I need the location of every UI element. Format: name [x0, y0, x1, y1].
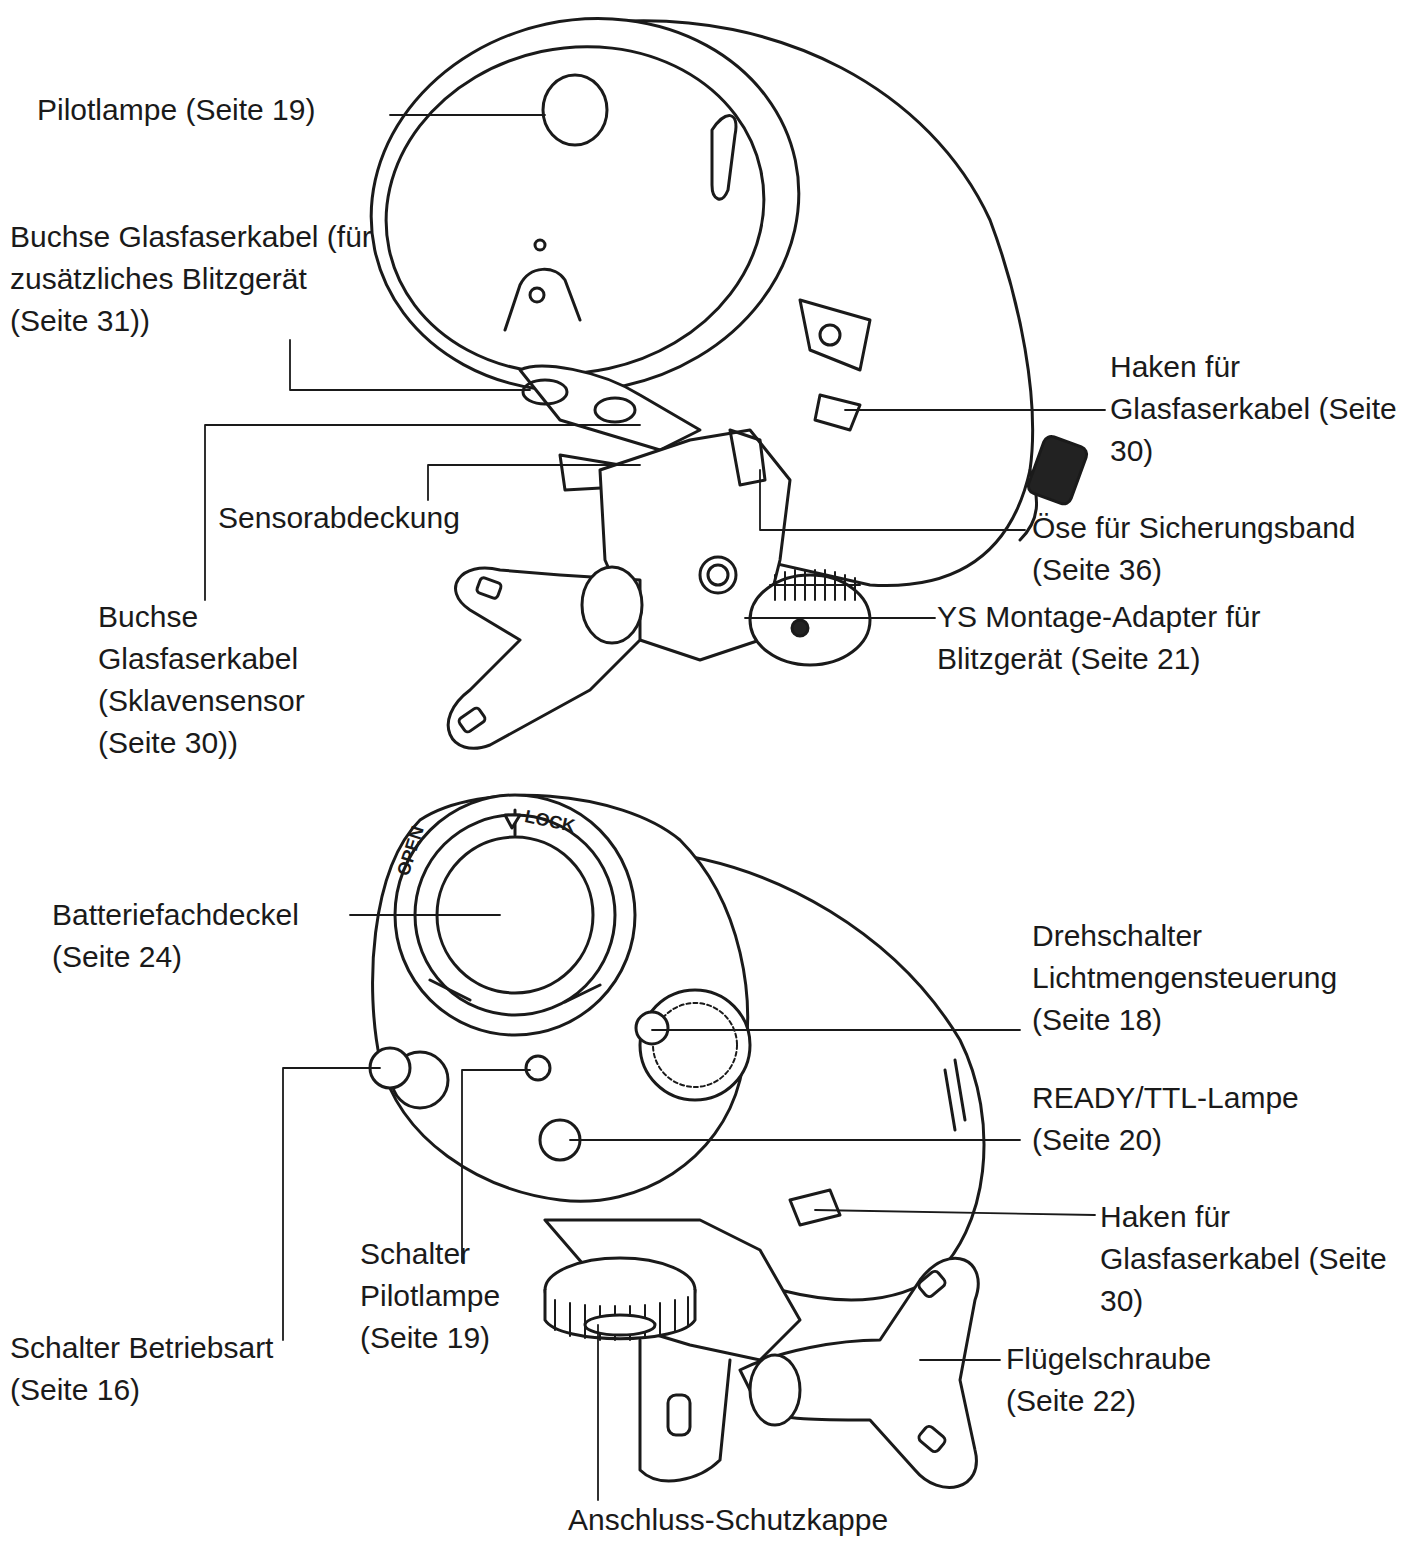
part-label: Flügelschraube (Seite 22): [1006, 1338, 1266, 1422]
leader-lines: [205, 115, 1105, 1500]
strobe-front: [336, 0, 1089, 748]
part-label: Haken für Glasfaserkabel (Seite 30): [1100, 1196, 1390, 1322]
part-label: Batteriefachdeckel (Seite 24): [52, 894, 358, 978]
strobe-rear: [370, 795, 984, 1487]
part-label: Buchse Glasfaserkabel (Sklavensensor (Se…: [98, 596, 352, 764]
part-label: Sensorabdeckung: [218, 497, 538, 539]
part-label: Schalter Betriebsart (Seite 16): [10, 1327, 345, 1411]
part-label: Schalter Pilotlampe (Seite 19): [360, 1233, 536, 1359]
part-label: Pilotlampe (Seite 19): [37, 89, 437, 131]
part-label: Buchse Glasfaserkabel (für zusätzliches …: [10, 216, 390, 342]
part-label: Haken für Glasfaserkabel (Seite 30): [1110, 346, 1400, 472]
part-label: READY/TTL-Lampe (Seite 20): [1032, 1077, 1372, 1161]
part-label: Öse für Sicherungsband (Seite 36): [1032, 507, 1417, 591]
part-label: Anschluss-Schutzkappe: [568, 1499, 988, 1541]
part-label: YS Montage-Adapter für Blitzgerät (Seite…: [937, 596, 1357, 680]
part-label: Drehschalter Lichtmengensteuerung (Seite…: [1032, 915, 1407, 1041]
